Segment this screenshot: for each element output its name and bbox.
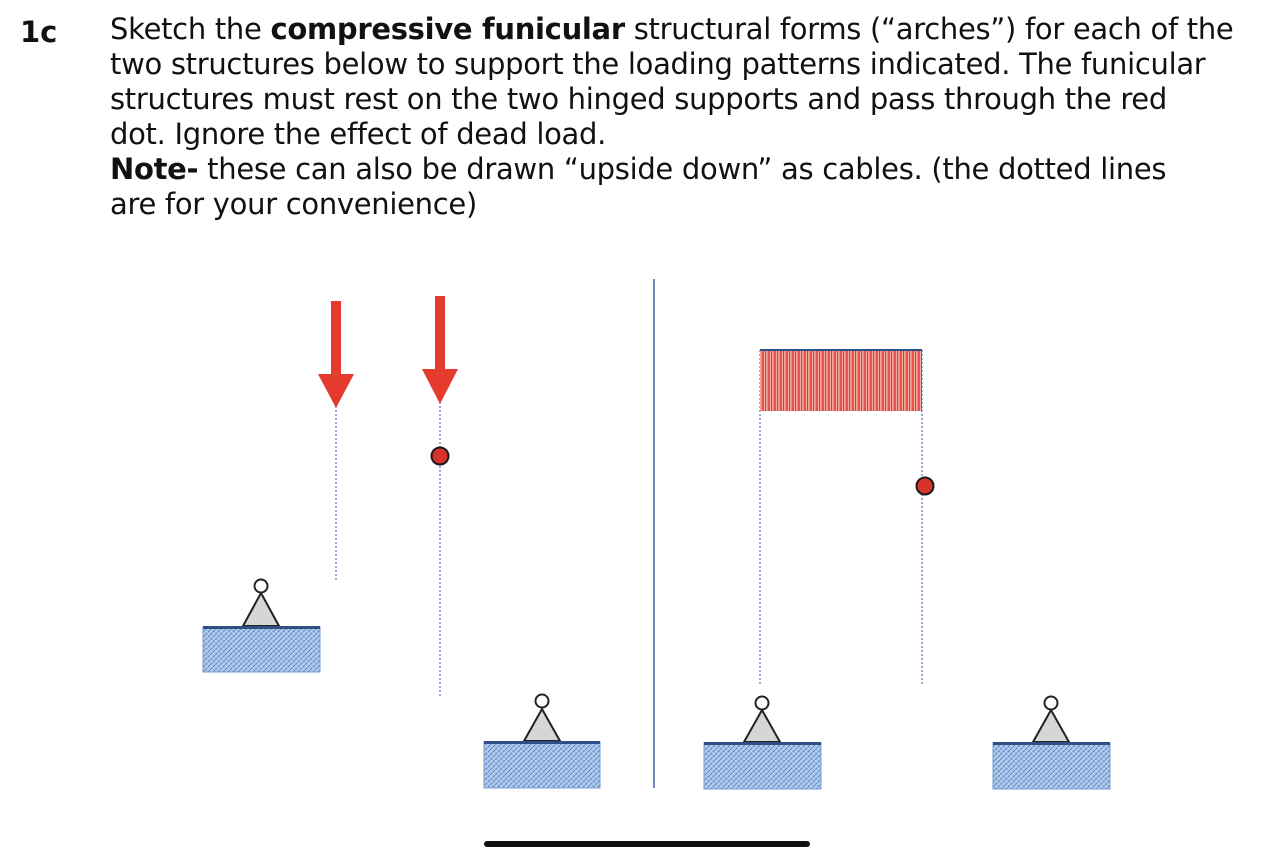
note-label: Note-: [110, 152, 199, 186]
point-load-arrow-1: [318, 301, 354, 408]
prompt-emphasis: compressive funicular: [270, 12, 625, 46]
prompt-text: structural forms (“arches”) for each of …: [624, 12, 1234, 46]
question-number: 1c: [20, 15, 58, 49]
target-dot-left: [430, 446, 450, 466]
home-indicator[interactable]: [484, 841, 810, 847]
note-line-2: are for your convenience): [110, 187, 477, 221]
hinge-support-right-b: [992, 695, 1111, 790]
hinge-support-right-a: [703, 695, 822, 790]
hinge-support-left-a: [202, 578, 321, 673]
distributed-load: [760, 349, 922, 411]
prompt-line-4: dot. Ignore the effect of dead load.: [110, 117, 607, 151]
prompt-text: Sketch the: [110, 12, 271, 46]
hinge-support-left-b: [483, 693, 601, 789]
question-prompt: Sketch the compressive funicular structu…: [110, 12, 1275, 222]
prompt-line-3: structures must rest on the two hinged s…: [110, 82, 1167, 116]
note-text: these can also be drawn “upside down” as…: [198, 152, 1167, 186]
prompt-line-2: two structures below to support the load…: [110, 47, 1206, 81]
note-line-1: Note- these can also be drawn “upside do…: [110, 152, 1275, 187]
prompt-line-1: Sketch the compressive funicular structu…: [110, 12, 1275, 47]
point-load-arrow-2: [422, 296, 458, 404]
target-dot-right: [915, 476, 935, 496]
